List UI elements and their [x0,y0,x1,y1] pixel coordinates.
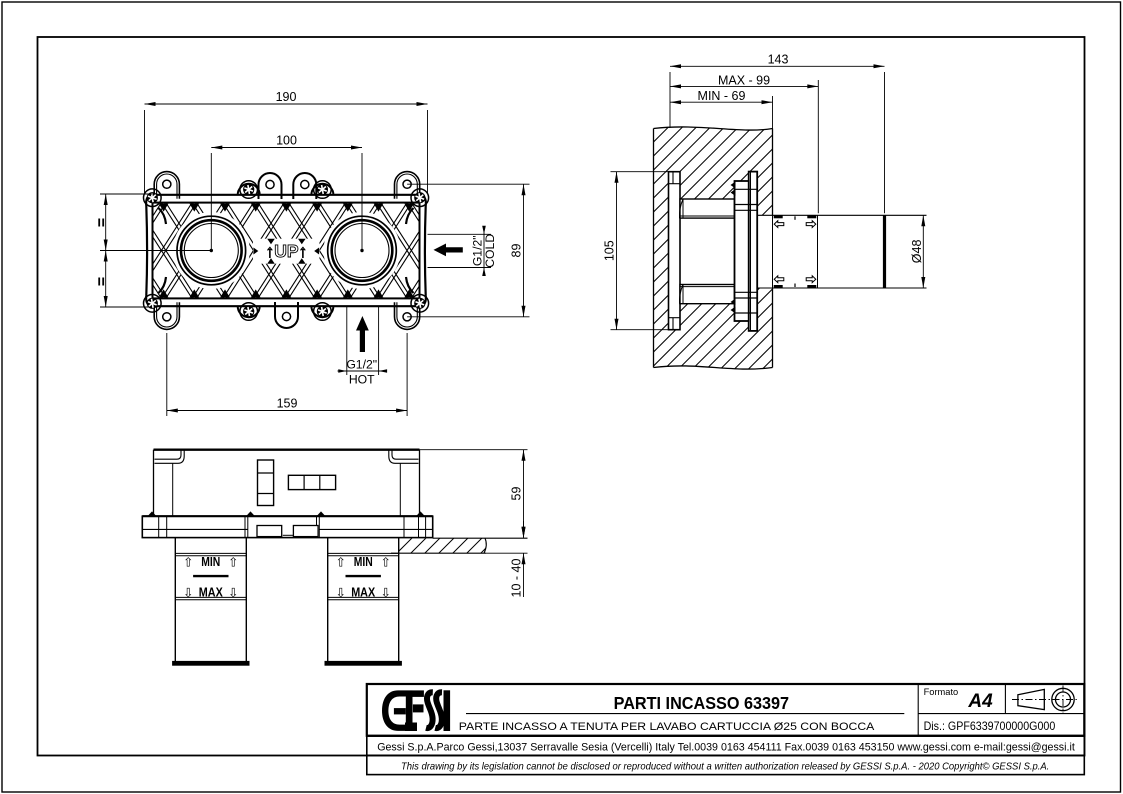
svg-text:G1/2": G1/2" [471,235,485,266]
svg-text:10 - 40: 10 - 40 [509,558,523,597]
svg-text:⇧: ⇧ [183,555,193,569]
svg-text:PARTE INCASSO A TENUTA PER LAV: PARTE INCASSO A TENUTA PER LAVABO CARTUC… [459,721,875,733]
svg-text:⇧: ⇧ [335,555,345,569]
svg-text:MAX: MAX [199,585,224,599]
svg-text:Ø48: Ø48 [910,240,924,264]
svg-text:MIN: MIN [354,555,373,569]
svg-text:HOT: HOT [349,373,375,387]
svg-text:⇧: ⇧ [380,555,390,569]
svg-text:100: 100 [276,133,297,147]
svg-text:MAX: MAX [351,585,376,599]
svg-text:Formato: Formato [924,687,959,697]
svg-text:↑UP↑: ↑UP↑ [265,241,307,261]
svg-text:⇩: ⇩ [228,586,238,600]
svg-text:Dis.: GPF6339700000G000: Dis.: GPF6339700000G000 [924,720,1056,733]
svg-text:A4: A4 [967,691,993,712]
svg-text:Gessi S.p.A.Parco Gessi,13037: Gessi S.p.A.Parco Gessi,13037 Serravalle… [377,741,1075,753]
svg-text:59: 59 [510,487,524,501]
svg-text:190: 190 [276,90,297,104]
svg-text:159: 159 [277,396,298,410]
svg-text:This drawing by its legislatio: This drawing by its legislation cannot b… [401,761,1049,772]
svg-text:MAX - 99: MAX - 99 [718,73,770,87]
svg-text:PARTI INCASSO 63397: PARTI INCASSO 63397 [614,693,790,713]
svg-text:G1/2": G1/2" [346,357,377,371]
svg-text:105: 105 [603,240,617,261]
svg-text:MIN: MIN [201,555,220,569]
svg-text:⇩: ⇩ [183,586,193,600]
svg-text:COLD: COLD [483,234,497,268]
svg-text:89: 89 [510,244,524,258]
svg-text:⇧: ⇧ [228,555,238,569]
svg-text:MIN - 69: MIN - 69 [698,89,746,103]
svg-text:⇩: ⇩ [335,586,345,600]
svg-text:143: 143 [768,53,789,67]
svg-text:⇩: ⇩ [380,586,390,600]
